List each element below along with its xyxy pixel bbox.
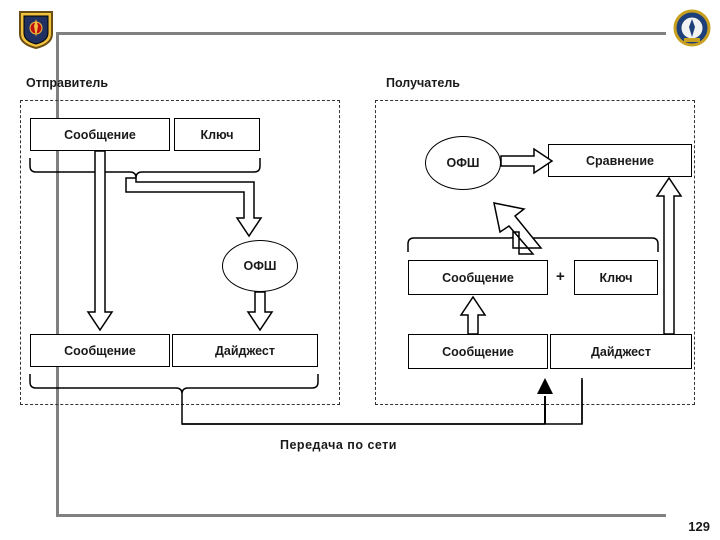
sender-message-bottom-box[interactable]: Сообщение (30, 334, 170, 367)
sender-hash-oval[interactable]: ОФШ (222, 240, 298, 292)
frame-bottom-rule (56, 514, 666, 517)
page-number: 129 (688, 519, 710, 534)
receiver-compare-box[interactable]: Сравнение (548, 144, 692, 177)
sender-label: Отправитель (26, 76, 109, 90)
receiver-key-box[interactable]: Ключ (574, 260, 658, 295)
sender-key-box[interactable]: Ключ (174, 118, 260, 151)
sender-digest-box[interactable]: Дайджест (172, 334, 318, 367)
sender-message-top-box[interactable]: Сообщение (30, 118, 170, 151)
receiver-message-bottom-box[interactable]: Сообщение (408, 334, 548, 369)
receiver-hash-oval[interactable]: ОФШ (425, 136, 501, 190)
network-transfer-caption: Передача по сети (280, 438, 397, 452)
receiver-message-mid-box[interactable]: Сообщение (408, 260, 548, 295)
emblem-left-icon (16, 8, 56, 50)
emblem-right-icon (672, 8, 712, 50)
receiver-digest-box[interactable]: Дайджест (550, 334, 692, 369)
frame-left-rule (56, 32, 59, 517)
plus-sign: + (556, 268, 565, 285)
sender-region (20, 100, 340, 405)
receiver-label: Получатель (386, 76, 460, 90)
frame-top-rule (56, 32, 666, 35)
